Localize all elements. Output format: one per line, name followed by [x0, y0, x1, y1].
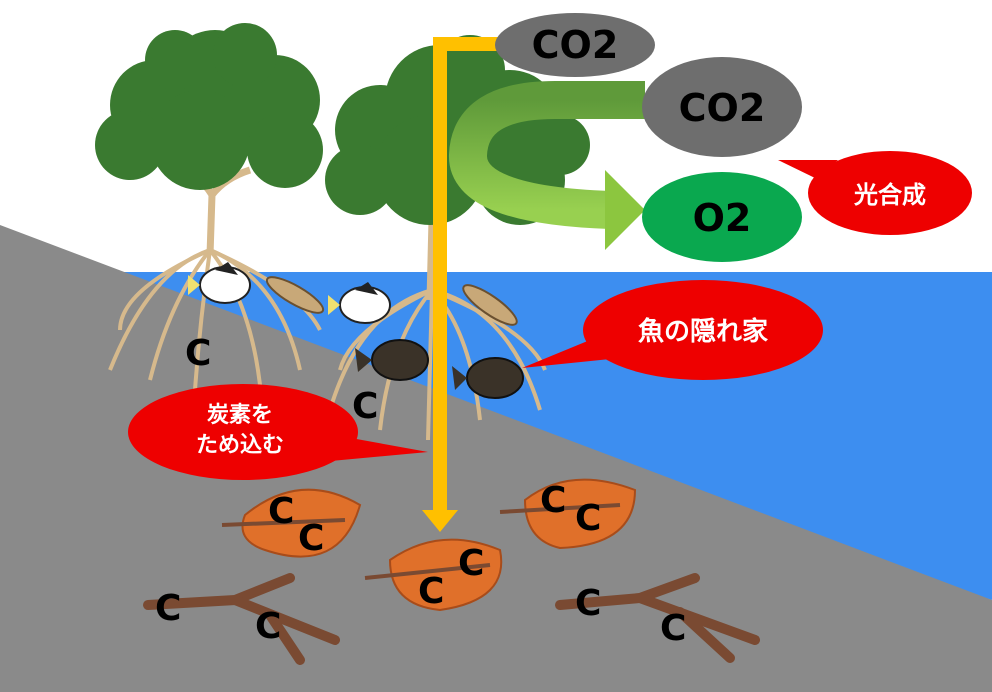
carbon-label: C	[255, 606, 281, 647]
o2-label: O2	[693, 196, 752, 240]
twig-icon	[555, 573, 760, 663]
carbon-label: C	[575, 583, 601, 624]
fish-shelter-label: 魚の隠れ家	[638, 316, 768, 347]
carbon-label: C	[185, 333, 211, 374]
ground	[0, 225, 992, 692]
carbon-label: C	[155, 588, 181, 629]
carbon-label: C	[575, 498, 601, 539]
co2-bubble-right: CO2	[642, 57, 802, 157]
co2-bubble-top: CO2	[495, 13, 655, 77]
carbon-label: C	[352, 386, 378, 427]
photosynthesis-arrow	[449, 81, 645, 250]
o2-bubble: O2	[642, 172, 802, 262]
carbon-storage-label-line2: ため込む	[196, 433, 284, 458]
carbon-label: C	[540, 480, 566, 521]
leaf-icon: C C	[499, 478, 637, 550]
co2-label: CO2	[532, 23, 619, 67]
carbon-flow-arrow	[422, 37, 505, 532]
fish-icon	[462, 284, 518, 326]
twig-icon	[143, 573, 340, 665]
mangrove-tree-icon	[95, 23, 323, 391]
fish-icon	[188, 262, 251, 304]
leaf-icon: C C	[364, 538, 503, 612]
carbon-storage-label-line1: 炭素を	[207, 402, 273, 428]
fish-icon	[265, 276, 325, 314]
co2-label: CO2	[679, 86, 766, 130]
fish-icon	[452, 357, 524, 399]
leaf-icon: C C	[221, 488, 362, 559]
photosynthesis-label: 光合成	[853, 181, 926, 209]
carbon-label: C	[660, 608, 686, 649]
carbon-label: C	[268, 491, 294, 532]
fish-icon	[355, 339, 429, 381]
photosynthesis-callout: 光合成	[778, 151, 972, 235]
fish-shelter-callout: 魚の隠れ家	[522, 280, 823, 380]
carbon-label: C	[418, 571, 444, 612]
carbon-storage-callout: 炭素を ため込む	[128, 384, 428, 480]
carbon-label: C	[298, 518, 324, 559]
fish-icon	[328, 282, 391, 324]
carbon-label: C	[458, 543, 484, 584]
